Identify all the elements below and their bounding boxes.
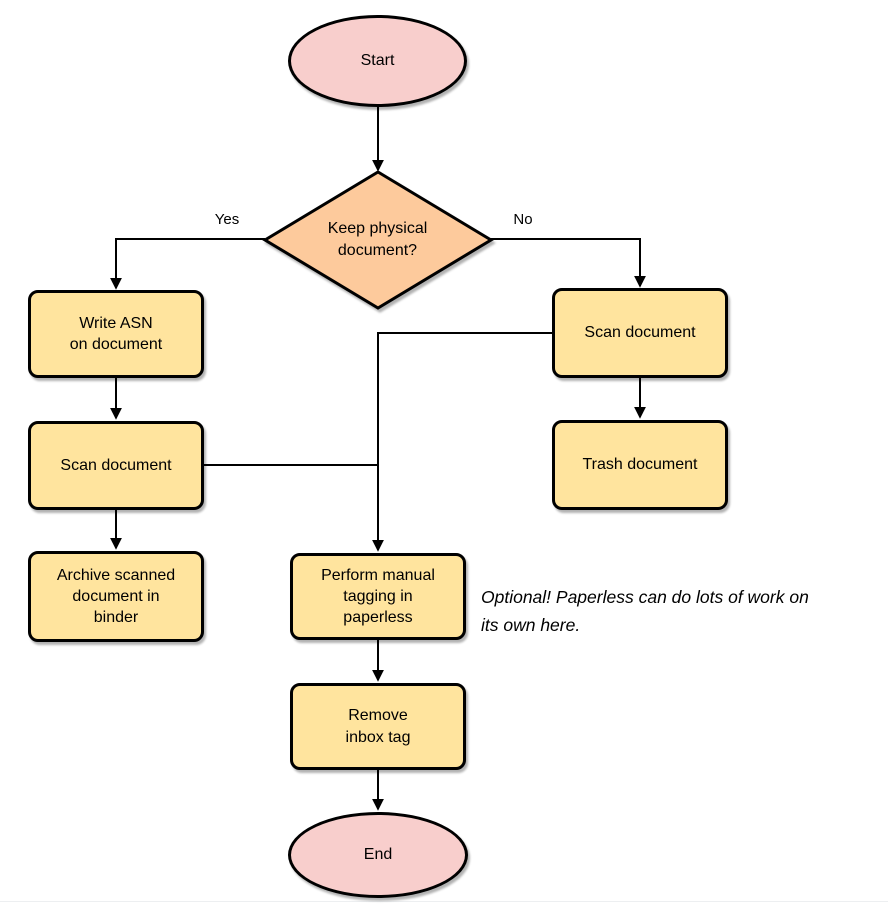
edge-decision-yes — [110, 238, 265, 290]
node-scan-document-right: Scan document — [552, 288, 728, 378]
edge-scanright-to-tagging — [372, 332, 552, 552]
node-end: End — [288, 812, 468, 898]
node-perform-tagging-label: Perform manual tagging in paperless — [321, 566, 435, 627]
node-remove-inbox-tag-label: Remove inbox tag — [345, 707, 411, 746]
node-start: Start — [288, 15, 467, 107]
edge-label-no: No — [513, 211, 533, 228]
decision-diamond-polygon — [262, 170, 494, 310]
node-remove-inbox-tag: Remove inbox tag — [290, 683, 466, 770]
node-start-label: Start — [360, 52, 395, 70]
node-archive-binder: Archive scanned document in binder — [28, 551, 204, 642]
node-trash-document: Trash document — [552, 420, 728, 510]
node-decision-shape — [262, 170, 494, 310]
node-scan-document-right-label: Scan document — [584, 324, 696, 342]
edge-label-yes: Yes — [214, 211, 240, 228]
node-end-label: End — [363, 846, 393, 864]
node-scan-document-left-label: Scan document — [60, 456, 172, 474]
edge-decision-no — [490, 238, 646, 288]
node-write-asn-label: Write ASN on document — [69, 314, 163, 353]
node-decision-keep-physical: Keep physical document? — [265, 173, 490, 306]
node-write-asn: Write ASN on document — [28, 290, 204, 378]
annotation-optional: Optional! Paperless can do lots of work … — [481, 587, 809, 635]
node-trash-document-label: Trash document — [582, 456, 698, 474]
node-perform-tagging: Perform manual tagging in paperless — [290, 553, 466, 640]
node-archive-binder-label: Archive scanned document in binder — [56, 566, 176, 627]
page-bottom-divider — [0, 901, 888, 902]
node-scan-document-left: Scan document — [28, 421, 204, 510]
node-decision-label: Keep physical document? — [327, 220, 428, 259]
